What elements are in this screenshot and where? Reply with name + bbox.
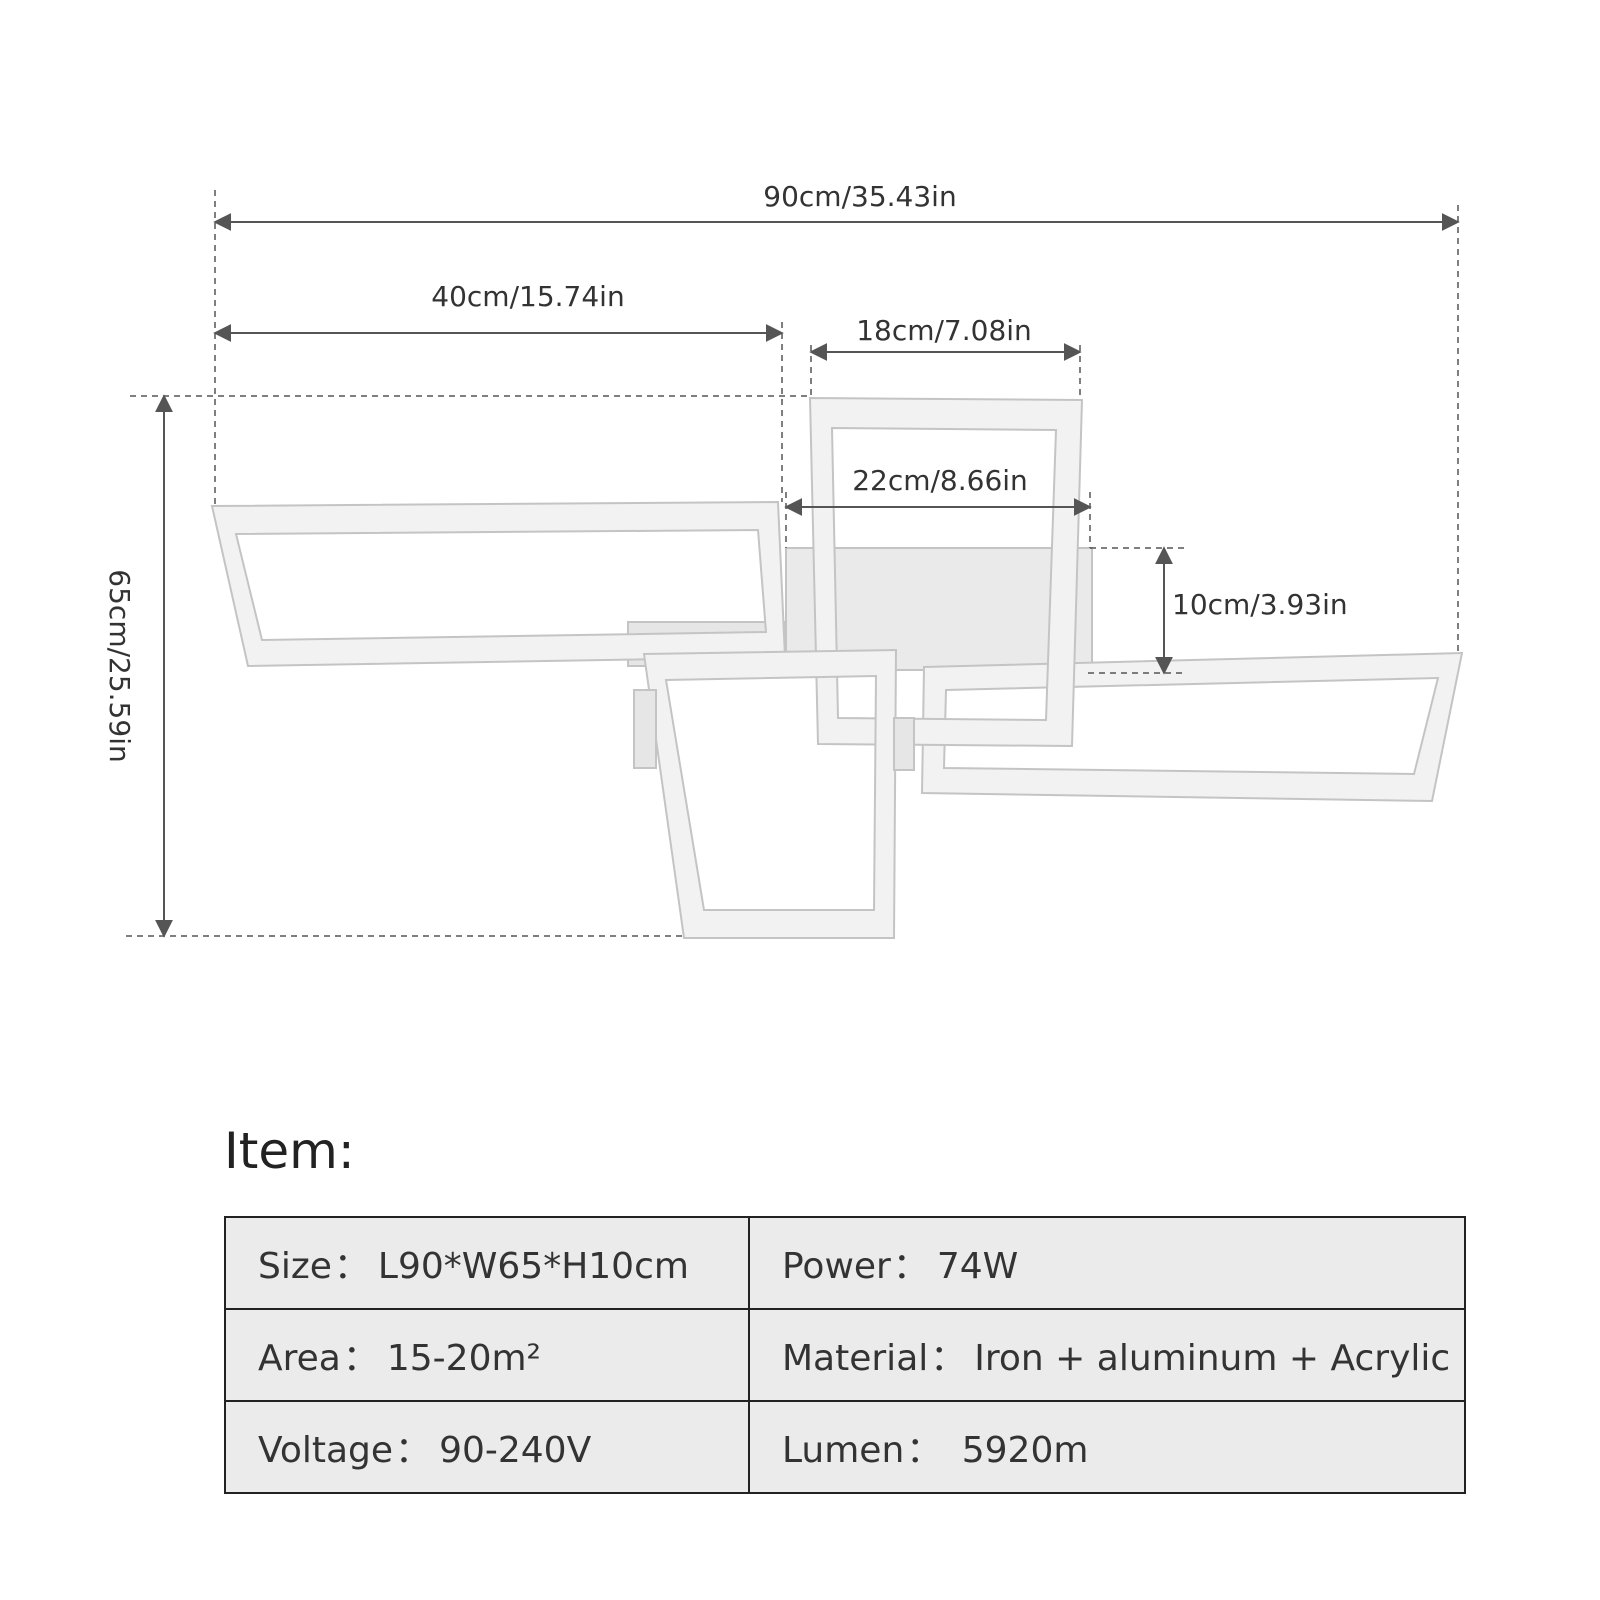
bottom-frame [642,648,898,939]
top-frame [808,396,1084,748]
label-top-frame: 18cm/7.08in [856,314,1032,347]
table-row: Size：L90*W65*H10cm Power：74W [224,1216,1466,1310]
dimension-arrows [155,213,1460,938]
spec-area: Area：15-20m² [224,1308,750,1402]
left-frame [210,500,787,668]
label-total-length: 90cm/35.43in [763,180,956,213]
spec-size: Size：L90*W65*H10cm [224,1216,750,1310]
spec-voltage: Voltage：90-240V [224,1400,750,1494]
label-width: 65cm/25.59in [103,569,136,762]
label-height: 10cm/3.93in [1172,588,1348,621]
extension-lines [126,190,1459,937]
connector-right [893,717,915,771]
spec-material: Material：Iron + aluminum + Acrylic [748,1308,1466,1402]
item-heading: Item: [224,1122,355,1180]
spec-power: Power：74W [748,1216,1466,1310]
table-row: Area：15-20m² Material：Iron + aluminum + … [224,1308,1466,1402]
spec-lumen: Lumen： 5920m [748,1400,1466,1494]
label-center-body: 22cm/8.66in [852,464,1028,497]
dimension-diagram: 90cm/35.43in 40cm/15.74in 18cm/7.08in 22… [103,180,1464,939]
spec-table: Size：L90*W65*H10cm Power：74W Area：15-20m… [224,1216,1466,1494]
table-row: Voltage：90-240V Lumen： 5920m [224,1400,1466,1494]
connector-left [633,689,657,769]
ceiling-lamp-fixture [210,396,1464,939]
label-left-arm: 40cm/15.74in [431,280,624,313]
